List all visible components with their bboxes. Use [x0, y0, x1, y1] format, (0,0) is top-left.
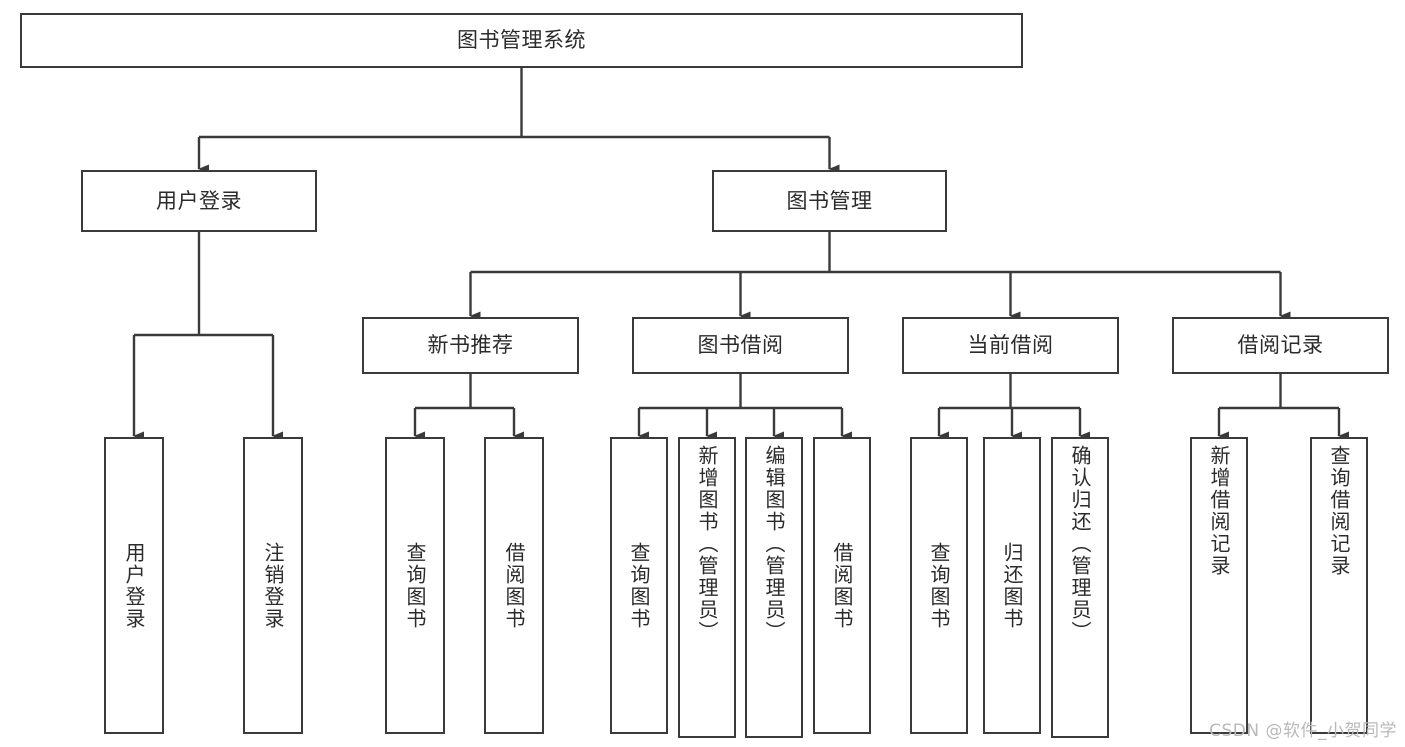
node-label: 查询借阅记录 — [1327, 445, 1351, 577]
node-l3_c: 当前借阅 — [902, 317, 1119, 374]
node-leaf_12: 新增借阅记录 — [1190, 437, 1248, 734]
node-l2_a: 用户登录 — [81, 170, 317, 232]
node-leaf_2: 注销登录 — [243, 437, 303, 734]
node-label: 新增借阅记录 — [1207, 445, 1231, 577]
node-leaf_1: 用户登录 — [104, 437, 164, 734]
node-l3_a: 新书推荐 — [362, 317, 579, 374]
node-label: 图书借阅 — [697, 333, 784, 358]
node-label: 借阅图书 — [830, 541, 854, 630]
node-leaf_5: 查询图书 — [610, 437, 668, 734]
node-label: 借阅图书 — [502, 541, 526, 630]
node-label: 查询图书 — [627, 541, 651, 630]
node-label: 编辑图书（管理员） — [762, 445, 786, 643]
node-label: 查询图书 — [927, 541, 951, 630]
node-l2_b: 图书管理 — [712, 170, 947, 232]
node-leaf_11: 确认归还（管理员） — [1051, 437, 1109, 738]
node-leaf_10: 归还图书 — [983, 437, 1041, 734]
node-leaf_3: 查询图书 — [385, 437, 445, 734]
node-label: 注销登录 — [261, 541, 285, 630]
node-leaf_9: 查询图书 — [910, 437, 968, 734]
node-l3_d: 借阅记录 — [1172, 317, 1389, 374]
node-label: 归还图书 — [1000, 541, 1024, 630]
watermark: CSDN @软件_小贺同学 — [1209, 721, 1397, 741]
node-label: 图书管理系统 — [457, 28, 586, 53]
node-leaf_13: 查询借阅记录 — [1310, 437, 1368, 734]
node-label: 借阅记录 — [1237, 333, 1324, 358]
node-label: 新书推荐 — [427, 333, 514, 358]
node-label: 图书管理 — [786, 188, 873, 213]
node-leaf_6: 新增图书（管理员） — [678, 437, 736, 738]
node-leaf_8: 借阅图书 — [813, 437, 871, 734]
node-label: 用户登录 — [122, 541, 146, 630]
node-leaf_7: 编辑图书（管理员） — [745, 437, 803, 738]
node-label: 新增图书（管理员） — [695, 445, 719, 643]
node-label: 当前借阅 — [967, 333, 1054, 358]
node-label: 用户登录 — [156, 188, 242, 213]
node-root: 图书管理系统 — [20, 13, 1023, 68]
node-label: 确认归还（管理员） — [1068, 445, 1092, 643]
node-label: 查询图书 — [403, 541, 427, 630]
node-leaf_4: 借阅图书 — [484, 437, 544, 734]
node-l3_b: 图书借阅 — [632, 317, 849, 374]
